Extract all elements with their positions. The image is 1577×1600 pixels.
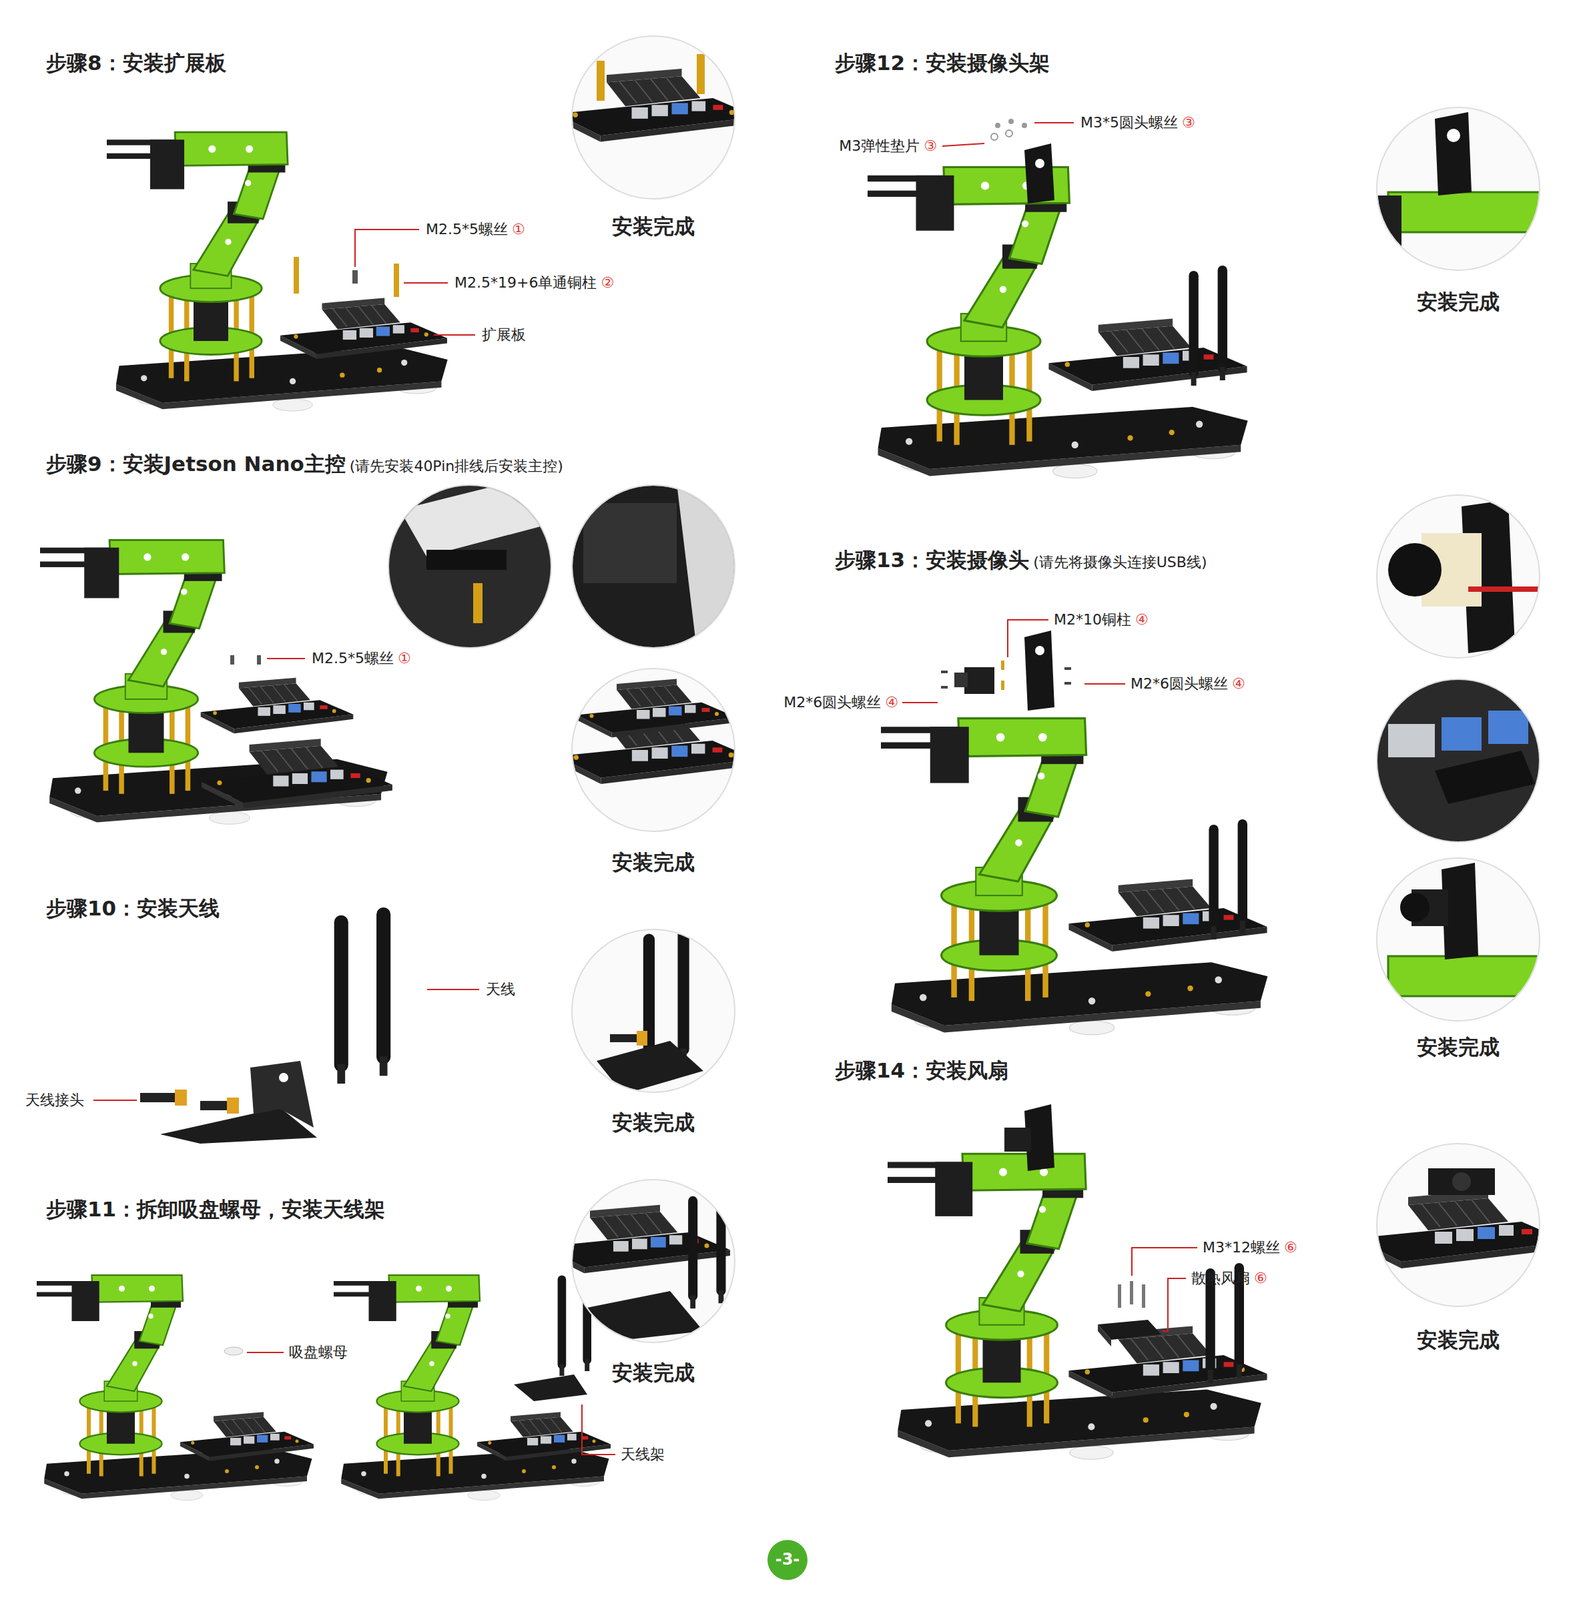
label-group: 步骤10：安装天线	[46, 896, 220, 921]
leader-line	[1131, 1247, 1198, 1332]
label-group: 安装完成	[611, 1360, 695, 1386]
part-label: 天线	[485, 981, 516, 999]
step-heading: 步骤11：拆卸吸盘螺母，安装天线架	[46, 1197, 386, 1222]
label-group: 步骤9：安装Jetson Nano主控(请先安装40Pin排线后安装主控)	[46, 451, 564, 477]
step-heading: 步骤8：安装扩展板	[46, 50, 227, 76]
leader-line	[93, 989, 480, 1101]
label-group: 散热风扇⑥	[1191, 1270, 1268, 1288]
label-group: 安装完成	[1416, 1328, 1500, 1353]
detail-inset	[386, 36, 1569, 1345]
callout-number: ⑥	[1253, 1270, 1268, 1288]
robot-arm	[887, 1104, 1268, 1460]
step-heading: 步骤12：安装摄像头架	[834, 50, 1050, 76]
label-group: M3*12螺丝⑥	[1202, 1239, 1298, 1257]
label-group: M2.5*5螺丝①	[425, 220, 526, 239]
part-label: (请先安装40Pin排线后安装主控)	[349, 457, 564, 476]
part-label: M2*10铜柱	[1053, 611, 1132, 629]
label-group: 吸盘螺母	[288, 1344, 348, 1362]
part-label: 散热风扇	[1191, 1270, 1250, 1288]
label-group: M3弹性垫片③	[838, 137, 937, 155]
part-label: M3弹性垫片	[838, 137, 920, 155]
label-group: 天线	[485, 981, 516, 999]
leader-line	[246, 1352, 616, 1455]
part-label: M2.5*5螺丝	[425, 220, 508, 239]
part-label: 吸盘螺母	[288, 1344, 348, 1362]
label-group: 步骤11：拆卸吸盘螺母，安装天线架	[46, 1197, 386, 1222]
robot-arm	[106, 132, 448, 412]
callout-number: ⑥	[1284, 1239, 1298, 1257]
label-group: M2*10铜柱④	[1053, 611, 1149, 629]
part-label: 天线架	[620, 1446, 665, 1464]
label-group: 天线架	[620, 1446, 665, 1464]
step-heading: 步骤13：安装摄像头	[834, 547, 1030, 573]
antenna-bracket	[140, 907, 391, 1144]
label-group: M3*5圆头螺丝③	[1080, 114, 1196, 132]
step-heading: 安装完成	[611, 1360, 695, 1386]
step-heading: 安装完成	[1416, 1035, 1500, 1060]
label-group: 步骤8：安装扩展板	[46, 50, 227, 76]
step-heading: 安装完成	[611, 214, 695, 239]
label-group: 安装完成	[611, 1110, 695, 1136]
robot-arm	[40, 539, 393, 825]
step-heading: 安装完成	[1416, 289, 1500, 315]
part-label: M2.5*5螺丝	[311, 650, 394, 668]
callout-number: ④	[1135, 611, 1149, 629]
label-group: 步骤14：安装风扇	[834, 1058, 1009, 1084]
label-group: -3-	[775, 1550, 801, 1570]
part-label: M2*6圆头螺丝	[783, 694, 881, 712]
step-heading: 步骤14：安装风扇	[834, 1058, 1009, 1084]
part-label: M3*12螺丝	[1202, 1239, 1281, 1257]
step-heading: 步骤9：安装Jetson Nano主控	[46, 451, 346, 477]
label-group: 安装完成	[611, 214, 695, 239]
label-group: 安装完成	[1416, 289, 1500, 315]
step-heading: 安装完成	[1416, 1328, 1500, 1353]
label-group: 天线接头	[25, 1091, 85, 1110]
step-heading: 安装完成	[611, 1110, 695, 1136]
label-group: 安装完成	[611, 850, 695, 875]
part-label: 扩展板	[481, 326, 526, 344]
step-heading: 安装完成	[611, 850, 695, 875]
label-group: 步骤12：安装摄像头架	[834, 50, 1050, 76]
label-group: 扩展板	[481, 326, 526, 344]
label-group: M2*6圆头螺丝④	[1130, 675, 1246, 693]
step-heading: 步骤10：安装天线	[46, 896, 220, 921]
leader-line	[942, 122, 1074, 147]
callout-number: ④	[1231, 675, 1246, 693]
robot-arm	[867, 118, 1248, 479]
label-group: 安装完成	[1416, 1035, 1500, 1060]
callout-number: ③	[1181, 114, 1196, 132]
label-group: M2.5*19+6单通铜柱②	[454, 274, 614, 292]
part-label: M3*5圆头螺丝	[1080, 114, 1178, 132]
part-label: M2.5*19+6单通铜柱	[454, 274, 597, 292]
callout-number: ④	[884, 694, 899, 712]
part-label: 天线接头	[25, 1091, 85, 1110]
label-group: M2.5*5螺丝①	[311, 650, 412, 668]
part-label: (请先将摄像头连接USB线)	[1033, 553, 1207, 572]
leader-line	[266, 658, 305, 660]
label-group: 步骤13：安装摄像头(请先将摄像头连接USB线)	[834, 547, 1207, 573]
step-heading: -3-	[775, 1550, 801, 1570]
part-label: M2*6圆头螺丝	[1130, 675, 1228, 693]
label-group: M2*6圆头螺丝④	[783, 694, 899, 712]
robot-arm	[36, 1271, 611, 1501]
callout-number: ②	[600, 274, 614, 292]
page-badge	[767, 1540, 808, 1581]
callout-number: ①	[511, 220, 526, 239]
callout-number: ③	[923, 137, 937, 155]
callout-number: ①	[397, 650, 412, 668]
leader-line	[902, 619, 1126, 703]
robot-arm	[880, 630, 1268, 1036]
